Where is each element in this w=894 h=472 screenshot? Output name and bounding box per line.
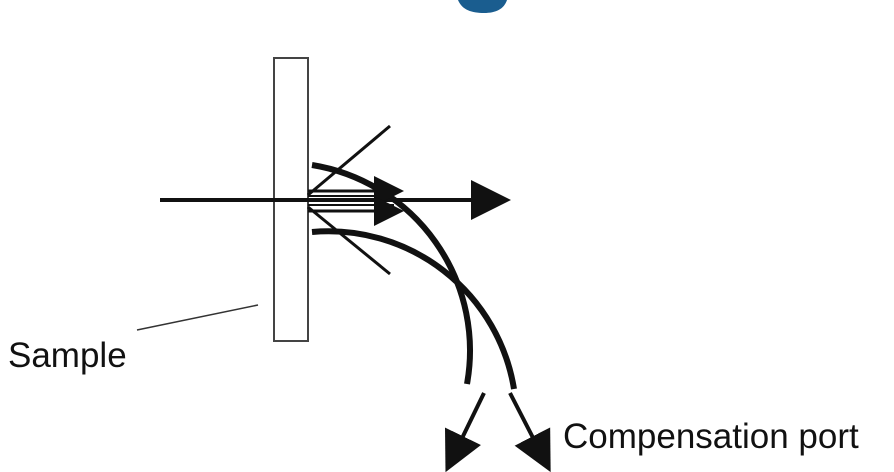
sample-label: Sample: [8, 336, 127, 375]
sphere-upper-arc: [311, 162, 473, 385]
heading-fragment: [458, 0, 507, 13]
compensation-port-label: Compensation port: [563, 417, 859, 456]
scattered-ray-lower: [307, 205, 391, 276]
sample-leader-line: [136, 304, 259, 331]
compensation-port-arrow-left: [445, 392, 486, 472]
scattered-ray-upper: [307, 124, 391, 197]
compensation-port-arrow-right: [508, 392, 551, 472]
sphere-lower-arc: [311, 228, 517, 390]
